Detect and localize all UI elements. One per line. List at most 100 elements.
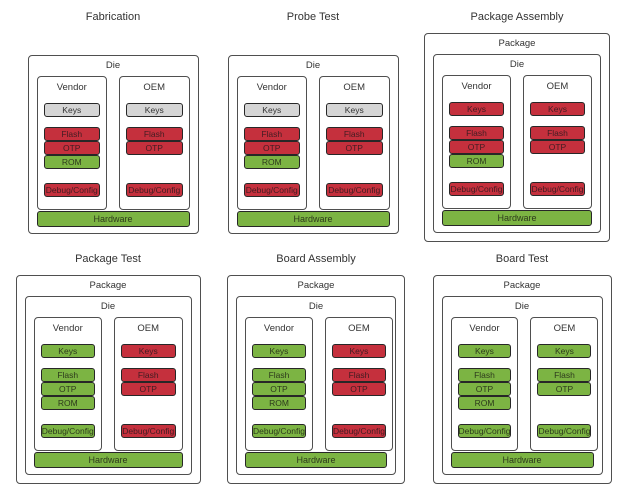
oem-box: OEM Keys Flash OTP Debug/Config: [114, 317, 183, 451]
die-box: Die Vendor Keys Flash OTP ROM Debug/Conf…: [227, 55, 399, 234]
stage-title: Fabrication: [85, 11, 141, 23]
otp-chip: OTP: [457, 382, 512, 396]
spacer: [42, 169, 103, 183]
stage-title: Probe Test: [286, 11, 340, 23]
columns: Vendor Keys Flash OTP ROM Debug/Config O…: [33, 317, 183, 451]
keys-chip: Keys: [243, 103, 300, 117]
flash-chip: Flash: [530, 126, 585, 140]
columns: Vendor Keys Flash OTP ROM Debug/Config O…: [245, 317, 393, 451]
columns: Vendor Keys Flash OTP ROM Debug/Config O…: [236, 76, 390, 210]
otp-chip: OTP: [121, 382, 176, 396]
oem-label: OEM: [553, 323, 576, 334]
oem-label: OEM: [343, 82, 366, 93]
flash-chip: Flash: [43, 127, 100, 141]
flash-chip: Flash: [457, 368, 512, 382]
memory-group: Flash OTP ROM: [242, 127, 303, 169]
oem-box: OEM Keys Flash OTP Debug/Config: [119, 76, 190, 210]
flash-chip: Flash: [40, 368, 95, 382]
stage-probe-test: Probe Test Die Vendor Keys Flash OTP ROM…: [218, 10, 408, 234]
keys-chip: Keys: [121, 344, 176, 358]
stage-title: Board Assembly: [276, 253, 356, 265]
flash-chip: Flash: [126, 127, 183, 141]
otp-chip: OTP: [326, 141, 383, 155]
otp-chip: OTP: [252, 382, 306, 396]
hardware-bar: Hardware: [236, 211, 390, 227]
vendor-box: Vendor Keys Flash OTP ROM Debug/Config: [442, 75, 511, 209]
package-label: Package: [297, 280, 335, 291]
die-label: Die: [514, 301, 530, 312]
rom-chip: ROM: [457, 396, 512, 410]
oem-label: OEM: [546, 81, 569, 92]
memory-group: Flash OTP: [528, 126, 587, 154]
hardware-bar: Hardware: [33, 452, 183, 468]
debug-config-chip: Debug/Config: [457, 424, 512, 438]
oem-label: OEM: [143, 82, 166, 93]
rom-chip: ROM: [43, 155, 100, 169]
flash-chip: Flash: [243, 127, 300, 141]
memory-group: Flash OTP ROM: [39, 368, 98, 410]
debug-config-chip: Debug/Config: [537, 424, 592, 438]
keys-chip: Keys: [252, 344, 306, 358]
oem-label: OEM: [137, 323, 160, 334]
oem-box: OEM Keys Flash OTP Debug/Config: [530, 317, 599, 451]
columns: Vendor Keys Flash OTP ROM Debug/Config O…: [450, 317, 599, 451]
hardware-bar: Hardware: [36, 211, 190, 227]
package-label: Package: [89, 280, 127, 291]
otp-chip: OTP: [537, 382, 592, 396]
otp-chip: OTP: [43, 141, 100, 155]
die-label: Die: [105, 60, 121, 71]
vendor-box: Vendor Keys Flash OTP ROM Debug/Config: [33, 317, 102, 451]
rom-chip: ROM: [243, 155, 300, 169]
flash-chip: Flash: [121, 368, 176, 382]
keys-chip: Keys: [40, 344, 95, 358]
stage-package-assembly: Package Assembly Package Die Vendor Keys…: [417, 10, 617, 242]
vendor-box: Vendor Keys Flash OTP ROM Debug/Config: [450, 317, 519, 451]
spacer: [535, 396, 593, 424]
debug-config-chip: Debug/Config: [121, 424, 176, 438]
spacer: [250, 410, 308, 424]
rom-chip: ROM: [449, 154, 504, 168]
keys-chip: Keys: [537, 344, 592, 358]
package-box: Package Die Vendor Keys Flash OTP ROM De…: [15, 275, 201, 484]
keys-chip: Keys: [126, 103, 183, 117]
memory-group: Flash OTP ROM: [447, 126, 506, 168]
memory-group: Flash OTP: [324, 127, 385, 155]
memory-group: Flash OTP ROM: [250, 368, 308, 410]
debug-config-chip: Debug/Config: [252, 424, 306, 438]
hardware-bar: Hardware: [245, 452, 387, 468]
die-label: Die: [305, 60, 321, 71]
vendor-label: Vendor: [56, 82, 87, 93]
package-label: Package: [498, 38, 536, 49]
vendor-label: Vendor: [256, 82, 287, 93]
hardware-bar: Hardware: [442, 210, 592, 226]
die-box: Die Vendor Keys Flash OTP ROM Debug/Conf…: [236, 296, 396, 475]
vendor-box: Vendor Keys Flash OTP ROM Debug/Config: [236, 76, 307, 210]
spacer: [39, 410, 98, 424]
package-box: Package Die Vendor Keys Flash OTP ROM De…: [424, 33, 610, 242]
debug-config-chip: Debug/Config: [326, 183, 383, 197]
die-box: Die Vendor Keys Flash OTP ROM Debug/Conf…: [27, 55, 199, 234]
memory-group: Flash OTP: [124, 127, 185, 155]
otp-chip: OTP: [40, 382, 95, 396]
debug-config-chip: Debug/Config: [449, 182, 504, 196]
spacer: [124, 155, 185, 183]
flash-chip: Flash: [449, 126, 504, 140]
debug-config-chip: Debug/Config: [331, 424, 386, 438]
die-label: Die: [509, 59, 525, 70]
flash-chip: Flash: [252, 368, 306, 382]
die-label: Die: [100, 301, 116, 312]
rom-chip: ROM: [40, 396, 95, 410]
debug-config-chip: Debug/Config: [243, 183, 300, 197]
package-label: Package: [503, 280, 541, 291]
spacer: [528, 154, 587, 182]
keys-chip: Keys: [449, 102, 504, 116]
keys-chip: Keys: [326, 103, 383, 117]
memory-group: Flash OTP: [330, 368, 388, 396]
keys-chip: Keys: [457, 344, 512, 358]
memory-group: Flash OTP ROM: [456, 368, 514, 410]
spacer: [447, 168, 506, 182]
otp-chip: OTP: [331, 382, 386, 396]
stage-title: Board Test: [495, 253, 549, 265]
hardware-bar: Hardware: [450, 452, 594, 468]
memory-group: Flash OTP ROM: [42, 127, 103, 169]
